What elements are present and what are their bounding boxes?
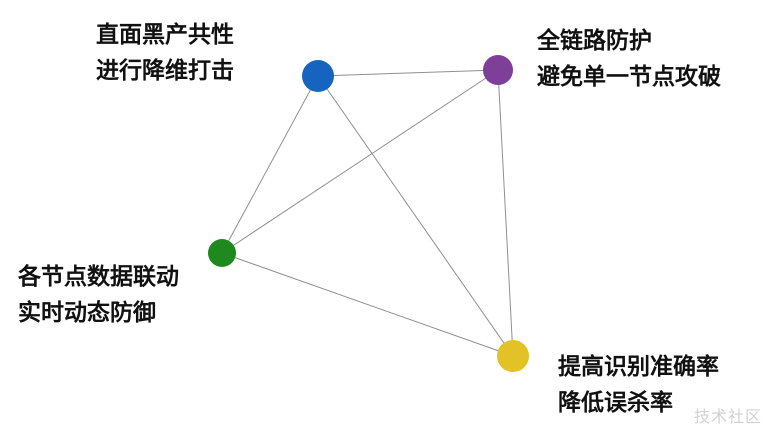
node-label-blue-line2: 进行降维打击 xyxy=(96,57,234,83)
node-label-blue-line1: 直面黑产共性 xyxy=(96,21,234,47)
node-label-green-line1: 各节点数据联动 xyxy=(18,263,179,289)
edge-blue-green xyxy=(221,75,319,254)
node-label-yellow-line1: 提高识别准确率 xyxy=(558,353,719,379)
edge-purple-yellow xyxy=(497,69,514,357)
node-yellow-circle xyxy=(497,340,529,372)
edge-purple-green xyxy=(221,69,499,254)
node-label-purple: 全链路防护 避免单一节点攻破 xyxy=(537,22,721,94)
node-label-purple-line1: 全链路防护 xyxy=(537,27,652,53)
node-purple-circle xyxy=(483,55,513,85)
node-label-yellow-line2: 降低误杀率 xyxy=(558,389,673,415)
node-label-blue: 直面黑产共性 进行降维打击 xyxy=(96,16,234,88)
node-label-yellow: 提高识别准确率 降低误杀率 xyxy=(558,348,719,420)
node-blue-circle xyxy=(302,60,334,92)
node-label-green: 各节点数据联动 实时动态防御 xyxy=(18,258,179,330)
node-label-green-line2: 实时动态防御 xyxy=(18,299,156,325)
watermark-text: 技术社区 xyxy=(693,409,762,426)
edge-green-yellow xyxy=(221,252,514,357)
edge-blue-yellow xyxy=(317,75,514,357)
node-green-circle xyxy=(208,239,236,267)
node-label-purple-line2: 避免单一节点攻破 xyxy=(537,63,721,89)
edge-blue-purple xyxy=(317,69,499,77)
